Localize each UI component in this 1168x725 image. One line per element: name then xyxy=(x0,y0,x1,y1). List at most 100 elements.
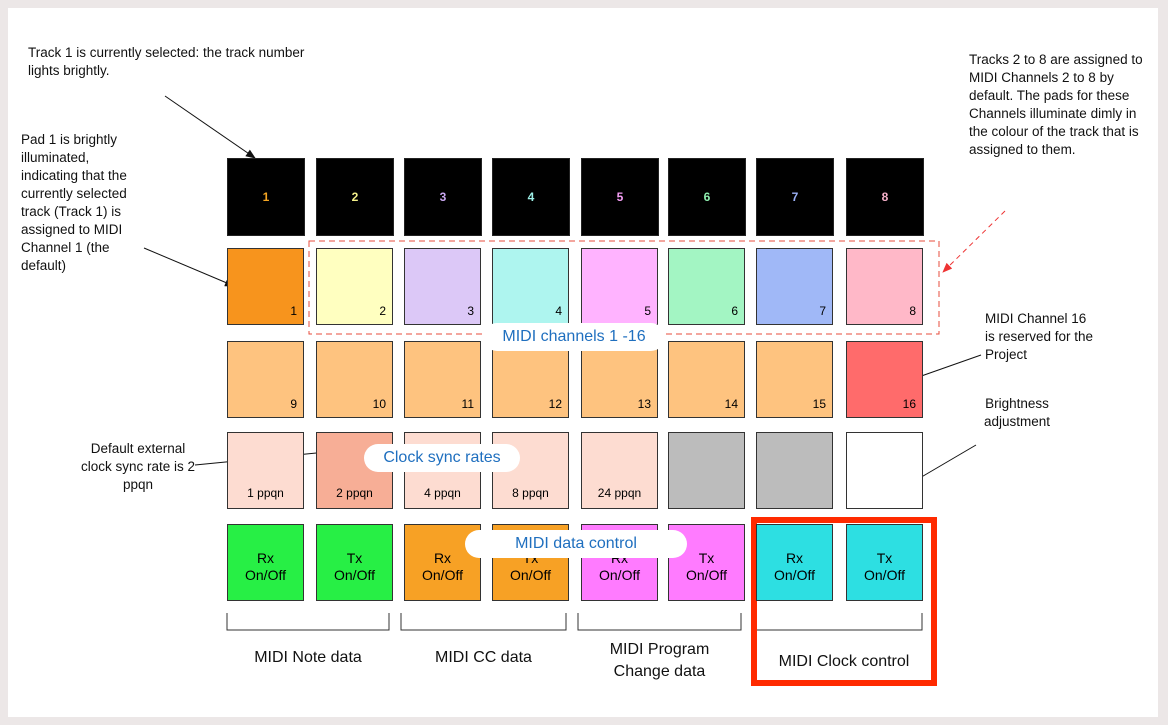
track-button-label: 8 xyxy=(881,190,889,204)
annotation-default-clock: Default external clock sync rate is 2 pp… xyxy=(80,441,196,492)
on-off-label: On/Off xyxy=(774,566,815,583)
pad-number: 4 xyxy=(555,304,562,318)
track-button-1[interactable]: 1 xyxy=(227,158,305,236)
channel-pad-5[interactable]: 5 xyxy=(581,248,658,325)
bracket-program xyxy=(577,613,742,631)
channel-pad-13[interactable]: 13 xyxy=(581,341,658,418)
arrow-track-selected xyxy=(164,95,256,159)
bracket-cc xyxy=(400,613,567,631)
channel-pad-6[interactable]: 6 xyxy=(668,248,745,325)
on-off-label: On/Off xyxy=(422,566,463,583)
channel-pad-14[interactable]: 14 xyxy=(668,341,745,418)
pad-number: 9 xyxy=(290,397,297,411)
rx-tx-label: Rx xyxy=(785,549,804,566)
pad-number: 3 xyxy=(467,304,474,318)
bracket-note xyxy=(226,613,390,631)
clock-sync-rate-label: 1 ppqn xyxy=(247,486,284,500)
pad-number: 6 xyxy=(731,304,738,318)
on-off-label: On/Off xyxy=(334,566,375,583)
clock-sync-pad-5[interactable]: 24 ppqn xyxy=(581,432,658,509)
midi-data-control-label: MIDI data control xyxy=(465,530,687,558)
clock-sync-pad-1[interactable]: 1 ppqn xyxy=(227,432,304,509)
track-button-8[interactable]: 8 xyxy=(846,158,924,236)
group-label-program-line2: Change data xyxy=(613,663,706,680)
pad-number: 13 xyxy=(637,397,651,411)
track-button-4[interactable]: 4 xyxy=(492,158,570,236)
clock-sync-rate-label: 8 ppqn xyxy=(512,486,549,500)
clock-sync-pad-7[interactable] xyxy=(756,432,833,509)
channel-pad-9[interactable]: 9 xyxy=(227,341,304,418)
annotation-track-selected: Track 1 is currently selected: the track… xyxy=(28,45,305,78)
pad-number: 2 xyxy=(379,304,386,318)
track-button-label: 2 xyxy=(351,190,359,204)
pad-number: 15 xyxy=(812,397,826,411)
rx-tx-label: Rx xyxy=(433,549,452,566)
channel-pad-16[interactable]: 16 xyxy=(846,341,923,418)
rx-tx-label: Tx xyxy=(876,549,893,566)
clock-sync-rates-label: Clock sync rates xyxy=(364,444,520,472)
pad-number: 12 xyxy=(548,397,562,411)
track-button-label: 5 xyxy=(616,190,624,204)
clock-sync-rate-label: 2 ppqn xyxy=(336,486,373,500)
channel-pad-12[interactable]: 12 xyxy=(492,341,569,418)
track-button-label: 7 xyxy=(791,190,799,204)
clock-sync-pad-8[interactable] xyxy=(846,432,923,509)
annotation-pad1: Pad 1 is brightly illuminated, indicatin… xyxy=(21,132,127,273)
track-button-label: 6 xyxy=(703,190,711,204)
pad-number: 10 xyxy=(372,397,386,411)
clock-sync-pad-6[interactable] xyxy=(668,432,745,509)
track-button-2[interactable]: 2 xyxy=(316,158,394,236)
arrow-pad1 xyxy=(143,247,235,287)
track-button-6[interactable]: 6 xyxy=(668,158,746,236)
channel-pad-10[interactable]: 10 xyxy=(316,341,393,418)
annotation-channel16: MIDI Channel 16 is reserved for the Proj… xyxy=(985,311,1094,362)
pad-number: 11 xyxy=(461,397,474,411)
on-off-label: On/Off xyxy=(864,566,905,583)
group-label-program: MIDI Program Change data xyxy=(574,639,745,683)
bracket-clock xyxy=(753,613,923,631)
channel-pad-15[interactable]: 15 xyxy=(756,341,833,418)
annotation-tracks-2-8: Tracks 2 to 8 are assigned to MIDI Chann… xyxy=(969,52,1143,157)
track-button-7[interactable]: 7 xyxy=(756,158,834,236)
on-off-label: On/Off xyxy=(245,566,286,583)
group-label-note: MIDI Note data xyxy=(254,649,362,666)
pad-number: 1 xyxy=(290,304,297,318)
pad-number: 5 xyxy=(644,304,651,318)
track-button-label: 4 xyxy=(527,190,535,204)
channel-pad-8[interactable]: 8 xyxy=(846,248,923,325)
track-button-3[interactable]: 3 xyxy=(404,158,482,236)
channel-pad-2[interactable]: 2 xyxy=(316,248,393,325)
group-label-program-line1: MIDI Program xyxy=(609,641,710,658)
midi-channels-label: MIDI channels 1 -16 xyxy=(483,323,665,351)
on-off-label: On/Off xyxy=(686,566,727,583)
track-button-label: 3 xyxy=(439,190,447,204)
group-label-clock: MIDI Clock control xyxy=(778,653,910,670)
track-button-5[interactable]: 5 xyxy=(581,158,659,236)
channel-pad-4[interactable]: 4 xyxy=(492,248,569,325)
channel-pad-11[interactable]: 11 xyxy=(404,341,481,418)
arrow-tracks-2-8 xyxy=(942,210,1006,273)
clock-sync-rate-label: 24 ppqn xyxy=(597,486,642,500)
channel-pad-7[interactable]: 7 xyxy=(756,248,833,325)
on-off-label: On/Off xyxy=(510,566,551,583)
rx-tx-label: Tx xyxy=(698,549,715,566)
pad-number: 14 xyxy=(724,397,738,411)
pad-number: 7 xyxy=(819,304,826,318)
clock-sync-rate-label: 4 ppqn xyxy=(424,486,461,500)
channel-pad-1[interactable]: 1 xyxy=(227,248,304,325)
channel-pad-3[interactable]: 3 xyxy=(404,248,481,325)
annotation-brightness: Brightness adjustment xyxy=(983,396,1051,429)
rx-tx-label: Rx xyxy=(256,549,275,566)
group-label-cc: MIDI CC data xyxy=(435,649,532,666)
